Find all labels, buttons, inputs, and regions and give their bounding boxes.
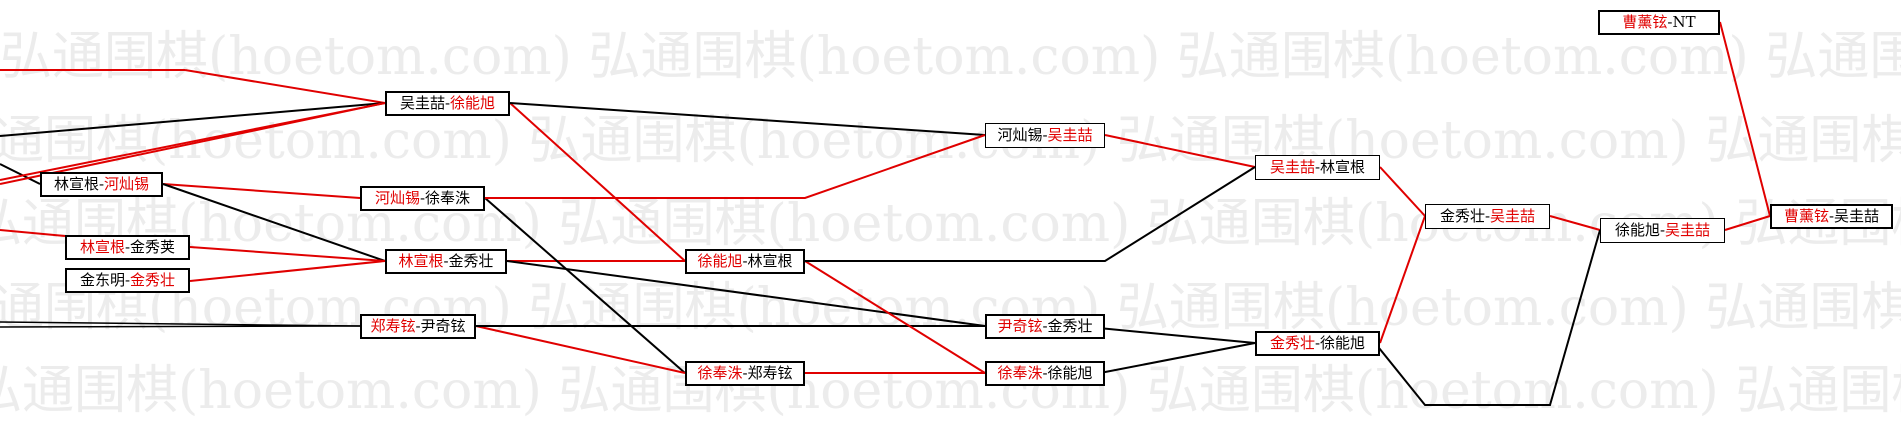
match-node: 金秀壮-徐能旭 <box>1255 331 1380 356</box>
player-name: 林宣根 <box>398 252 444 270</box>
link <box>162 183 386 262</box>
match-node: 河灿锡-徐奉洙 <box>360 186 485 211</box>
match-node: 徐奉洙-徐能旭 <box>985 361 1105 386</box>
player-name: 曹薰铉 <box>1622 13 1668 31</box>
player-name: 郑寿铉 <box>370 317 416 335</box>
player-name: 尹奇铉 <box>420 317 466 335</box>
player-name: 曹薰铉 <box>1783 207 1829 225</box>
player-name: 徐能旭 <box>697 252 743 270</box>
link <box>0 229 66 237</box>
link <box>0 102 386 137</box>
link <box>509 102 986 136</box>
player-name: 金秀壮 <box>130 271 176 289</box>
link <box>1104 134 1256 168</box>
link <box>189 260 386 282</box>
match-node: 林宣根-河灿锡 <box>40 172 163 197</box>
player-name: 徐能旭 <box>1614 221 1660 239</box>
match-node: 徐奉洙-郑寿铉 <box>685 361 805 386</box>
link <box>0 102 386 185</box>
link <box>1379 166 1426 217</box>
link <box>1379 215 1426 344</box>
match-node: 金东明-金秀壮 <box>65 268 190 293</box>
player-name: NT <box>1672 13 1696 31</box>
link <box>1099 342 1256 374</box>
link <box>804 260 986 374</box>
link <box>1549 215 1601 231</box>
link <box>484 197 686 374</box>
player-name: 吴圭喆 <box>1269 158 1315 176</box>
link <box>485 134 986 199</box>
player-name: 徐能旭 <box>450 94 496 112</box>
player-name: 金东明 <box>79 271 125 289</box>
player-name: 吴圭喆 <box>399 94 445 112</box>
link <box>1077 325 1256 344</box>
player-name: 河灿锡 <box>997 126 1043 144</box>
match-node: 尹奇铉-金秀壮 <box>985 314 1105 339</box>
match-node: 徐能旭-林宣根 <box>685 249 805 274</box>
link <box>0 325 361 328</box>
player-name: 林宣根 <box>747 252 793 270</box>
final-match-node: 曹薰铉-吴圭喆 <box>1770 204 1893 229</box>
player-name: 徐奉洙 <box>697 364 743 382</box>
player-name: 徐奉洙 <box>425 189 471 207</box>
match-node: 金秀壮-吴圭喆 <box>1425 204 1550 229</box>
player-name: 徐奉洙 <box>997 364 1043 382</box>
link <box>189 246 386 262</box>
player-name: 尹奇铉 <box>997 317 1043 335</box>
link <box>0 321 361 327</box>
link <box>805 166 1256 262</box>
match-node: 吴圭喆-徐能旭 <box>385 91 510 116</box>
player-name: 吴圭喆 <box>1047 126 1093 144</box>
match-node: 吴圭喆-林宣根 <box>1255 155 1380 180</box>
player-name: 徐能旭 <box>1047 364 1093 382</box>
player-name: 吴圭喆 <box>1490 207 1536 225</box>
player-name: 金秀壮 <box>1439 207 1485 225</box>
player-name: 河灿锡 <box>104 175 150 193</box>
player-name: 金秀壮 <box>448 252 494 270</box>
player-name: 河灿锡 <box>374 189 420 207</box>
link <box>162 183 361 199</box>
player-name: 金秀壮 <box>1047 317 1093 335</box>
link <box>1374 229 1601 406</box>
player-name: 郑寿铉 <box>747 364 793 382</box>
player-name: 吴圭喆 <box>1834 207 1880 225</box>
player-name: 林宣根 <box>1320 158 1366 176</box>
match-node: 林宣根-金秀荚 <box>65 235 190 260</box>
player-name: 林宣根 <box>53 175 99 193</box>
player-name: 吴圭喆 <box>1665 221 1711 239</box>
player-name: 林宣根 <box>79 238 125 256</box>
match-node: 郑寿铉-尹奇铉 <box>360 314 476 339</box>
link <box>1719 21 1771 217</box>
player-name: 金秀壮 <box>1269 334 1315 352</box>
link <box>475 325 686 374</box>
link <box>506 260 986 327</box>
link <box>509 102 686 262</box>
match-node: 曹薰铉-NT <box>1598 10 1720 35</box>
link <box>0 163 41 185</box>
link <box>1724 215 1771 231</box>
match-node: 林宣根-金秀壮 <box>385 249 507 274</box>
player-name: 金秀荚 <box>130 238 176 256</box>
match-node: 徐能旭-吴圭喆 <box>1600 218 1725 243</box>
link <box>184 69 386 104</box>
match-node: 河灿锡-吴圭喆 <box>985 123 1105 148</box>
player-name: 徐能旭 <box>1320 334 1366 352</box>
